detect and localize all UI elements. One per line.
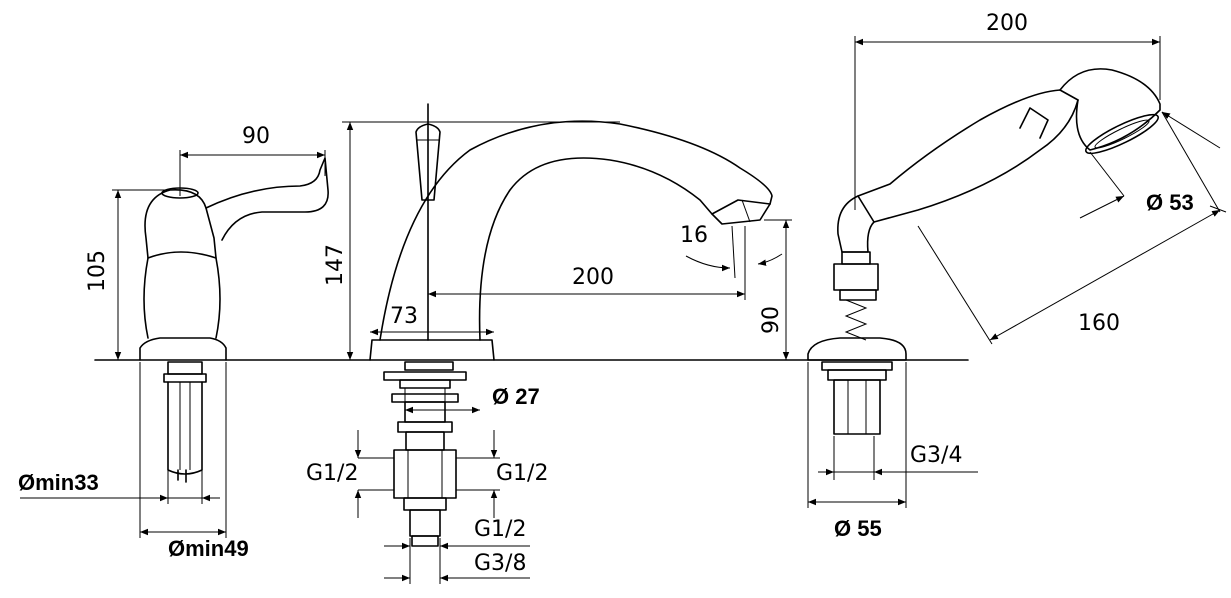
shower-thread-dimension: G3/4: [818, 436, 978, 480]
spout-outlet-height-dimension: 90: [759, 219, 792, 360]
connector-outlet-small-label: G3/8: [474, 551, 526, 576]
shower-head-label: Ø 53: [1146, 190, 1194, 215]
mixer-height-label: 105: [85, 250, 110, 292]
shower-reach-dimension: 200: [854, 11, 1161, 210]
shower-reach-label: 200: [986, 11, 1028, 36]
mixer-hole-inner-dimension: Ømin33: [18, 470, 220, 504]
spout-shank-label: Ø 27: [492, 384, 540, 409]
spout-height-label: 147: [323, 244, 348, 286]
spout-angle-label: 16: [680, 223, 708, 248]
shower-thread-label: G3/4: [910, 443, 962, 468]
spout-base-label: 73: [390, 304, 418, 329]
shower-handle-label: 160: [1078, 311, 1120, 336]
connector-right-thread-label: G1/2: [496, 461, 548, 486]
mixer-reach-dimension: 90: [179, 124, 326, 196]
mixer-hole-outer-dimension: Ømin49: [139, 362, 249, 561]
spout-reach-dimension: 200: [428, 226, 746, 300]
connector-left-thread-label: G1/2: [306, 461, 358, 486]
connector-outlet-thread-label: G1/2: [474, 517, 526, 542]
spout-height-dimension: 147: [323, 121, 620, 360]
spout-base-dimension: 73: [370, 304, 494, 336]
mixer-height-dimension: 105: [85, 189, 170, 361]
mixer-hole-outer-label: Ømin49: [168, 536, 249, 561]
spout-outlet-height-label: 90: [759, 306, 784, 334]
shower-base-dimension: Ø 55: [807, 362, 907, 541]
spout-shank-dimension: Ø 27: [404, 384, 540, 422]
spout-reach-label: 200: [572, 265, 614, 290]
connector-right-thread-dimension: G1/2: [456, 430, 548, 518]
shower-handle-dimension: 160: [917, 205, 1227, 345]
connector-outlet-thread-dimension: G1/2: [384, 517, 530, 584]
mixer-body: [139, 157, 329, 483]
mixer-reach-label: 90: [242, 124, 270, 149]
spout-body: [369, 103, 773, 547]
mixer-hole-inner-label: Ømin33: [18, 470, 99, 495]
shower-body: [807, 68, 1161, 435]
connector-left-thread-dimension: G1/2: [306, 430, 394, 518]
shower-base-label: Ø 55: [834, 516, 882, 541]
spout-angle-dimension: 16: [680, 223, 783, 279]
connector-outlet-small-dimension: G3/8: [384, 551, 530, 582]
